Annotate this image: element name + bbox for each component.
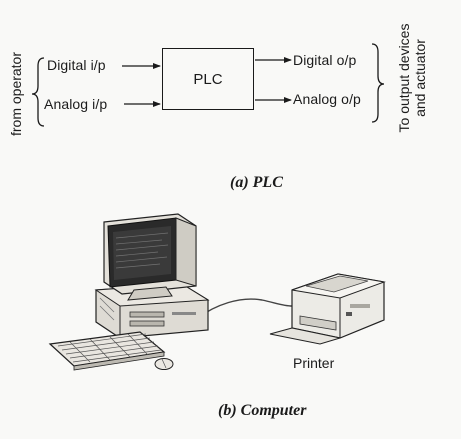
digital-input-label: Digital i/p	[47, 57, 106, 73]
plc-block: PLC	[162, 48, 254, 110]
left-brace	[31, 57, 45, 127]
computer-caption: (b) Computer	[218, 402, 307, 419]
printer-icon	[269, 273, 386, 345]
plc-caption: (a) PLC	[230, 174, 283, 191]
plc-block-label: PLC	[193, 70, 223, 88]
analog-input-label: Analog i/p	[44, 96, 108, 112]
mouse-icon	[154, 358, 174, 370]
monitor-icon	[103, 213, 197, 301]
printer-label: Printer	[293, 355, 335, 371]
keyboard-icon	[48, 331, 166, 371]
analog-output-label: Analog o/p	[293, 91, 361, 107]
right-brace	[371, 43, 385, 123]
digital-output-label: Digital o/p	[293, 52, 357, 68]
cable-icon	[197, 298, 293, 319]
